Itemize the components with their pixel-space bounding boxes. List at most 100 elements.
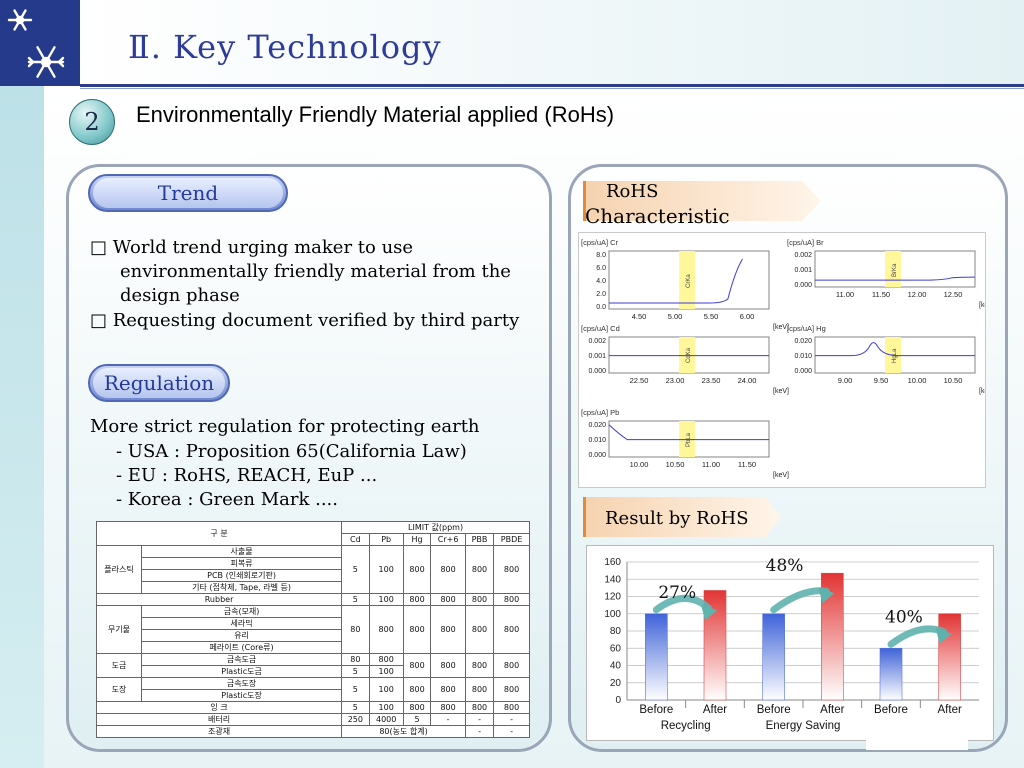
- spectrum-curve: [609, 259, 742, 303]
- spectrum-title: [cps/uA] Br: [787, 238, 824, 247]
- cell: 800: [402, 701, 432, 714]
- g2-item: 페라이트 (Core류): [140, 641, 343, 654]
- spectrum-ytick: 0.001: [588, 353, 606, 360]
- g2-item: 유리: [140, 629, 343, 642]
- g3-label: 도금: [96, 653, 142, 678]
- bar-before: [645, 613, 668, 701]
- cell: 100: [368, 665, 404, 678]
- spectrum-unit: [keV]: [773, 472, 789, 479]
- cell: 800: [464, 593, 495, 606]
- spectrum-curve: [609, 425, 769, 440]
- cell: 800: [464, 653, 495, 678]
- spectrum-ytick: 6.0: [596, 265, 606, 272]
- peak-label: CrKa: [686, 274, 692, 288]
- cell: 100: [368, 593, 404, 606]
- cell: 800: [493, 545, 530, 594]
- cell: 800: [402, 653, 432, 678]
- cell: 100: [368, 677, 404, 702]
- spectrum-xtick: 4.50: [632, 312, 647, 321]
- bar-before: [879, 647, 903, 701]
- spectrum-ytick: 0.000: [588, 452, 606, 459]
- growth-arrowhead: [935, 627, 952, 644]
- cell: 800: [464, 545, 495, 594]
- cell: 100: [368, 701, 404, 714]
- y-tick-label: 160: [604, 557, 621, 568]
- spectrum-xtick: 12.00: [908, 290, 927, 299]
- spectrum-xtick: 10.50: [944, 376, 963, 385]
- y-tick-label: 40: [610, 661, 622, 672]
- x-tick-label: After: [938, 704, 962, 716]
- g4-item: Plastic도장: [140, 689, 343, 702]
- spectrum-xtick: 23.50: [702, 376, 721, 385]
- battery-label: 배터리: [95, 713, 343, 726]
- result-label: Result by RoHS: [605, 508, 749, 529]
- spectrum-ytick: 0.001: [794, 267, 812, 274]
- y-tick-label: 80: [610, 626, 622, 637]
- spectrum-ytick: 0.010: [794, 353, 812, 360]
- improvement-label-bg: [866, 714, 968, 750]
- spectrum-title: [cps/uA] Pb: [581, 408, 619, 417]
- cell: 800: [464, 701, 495, 714]
- spectrum-xtick: 6.00: [740, 312, 755, 321]
- spectrum-ytick: 0.010: [588, 437, 606, 444]
- th-cr6: Cr+6: [430, 533, 466, 546]
- g4-label: 도장: [96, 677, 142, 702]
- spectrum-title: [cps/uA] Cd: [581, 324, 620, 333]
- spectrum-ytick: 0.000: [794, 282, 812, 289]
- spectrum-title: [cps/uA] Hg: [787, 324, 826, 333]
- regulation-line-2: - USA : Proposition 65(California Law): [116, 441, 467, 462]
- spectrum-ytick: 4.0: [596, 278, 606, 285]
- g2-item: 세라믹: [140, 617, 343, 630]
- bar-before: [762, 613, 785, 701]
- spectrum-xtick: 9.00: [838, 376, 853, 385]
- limit-table: 구 분 LIMIT 값(ppm) Cd Pb Hg Cr+6 PBB PBDE …: [95, 521, 530, 738]
- cell: 80: [341, 605, 370, 654]
- cell: 800: [430, 605, 466, 654]
- spectrum-unit: [keV]: [773, 388, 789, 395]
- characteristic-label: Characteristic: [585, 204, 730, 228]
- cell: 5: [341, 677, 370, 702]
- trend-line-3: design phase: [120, 285, 240, 306]
- cell: 800: [493, 701, 530, 714]
- spectrum-xtick: 5.00: [668, 312, 683, 321]
- cell: 5: [341, 593, 370, 606]
- g1-label: 플라스틱: [96, 545, 142, 594]
- spectrum-ytick: 0.002: [794, 252, 812, 259]
- y-tick-label: 60: [610, 643, 622, 654]
- header-divider-thin: [80, 88, 1024, 89]
- spectrum-ytick: 0.020: [794, 338, 812, 345]
- trend-pill: Trend: [88, 174, 288, 212]
- trend-line-2: environmentally friendly material from t…: [120, 261, 511, 282]
- rohs-characteristic-tag: [583, 181, 821, 221]
- cell: 800: [402, 593, 432, 606]
- bar-after: [703, 590, 727, 701]
- g1-item: 기타 (접착제, Tape, 라벨 등): [140, 581, 343, 594]
- cell: 80: [341, 653, 370, 666]
- g4-item: 금속도장: [140, 677, 343, 690]
- spectrum-ytick: 2.0: [596, 291, 606, 298]
- solder-label: 조광재: [95, 725, 343, 738]
- x-tick-label: Before: [757, 704, 791, 716]
- cell: 800: [402, 605, 432, 654]
- cell: 800: [464, 605, 495, 654]
- regulation-line-3: - EU : RoHS, REACH, EuP ...: [116, 465, 378, 486]
- spectrum-title: [cps/uA] Cr: [581, 238, 619, 247]
- regulation-line-1: More strict regulation for protecting ea…: [90, 416, 480, 437]
- bar-after: [938, 613, 961, 701]
- peak-highlight: [679, 251, 695, 309]
- spectrum-xtick: 11.00: [836, 290, 854, 299]
- result-tag: [583, 497, 781, 537]
- snowflake-icon: [7, 9, 65, 78]
- th-limit: LIMIT 값(ppm): [341, 521, 530, 534]
- cell: 800: [402, 677, 432, 702]
- th-pbb: PBB: [464, 533, 495, 546]
- y-tick-label: 20: [610, 678, 622, 689]
- spectrum-ytick: 0.0: [596, 304, 606, 311]
- spectrum-xtick: 10.00: [908, 376, 927, 385]
